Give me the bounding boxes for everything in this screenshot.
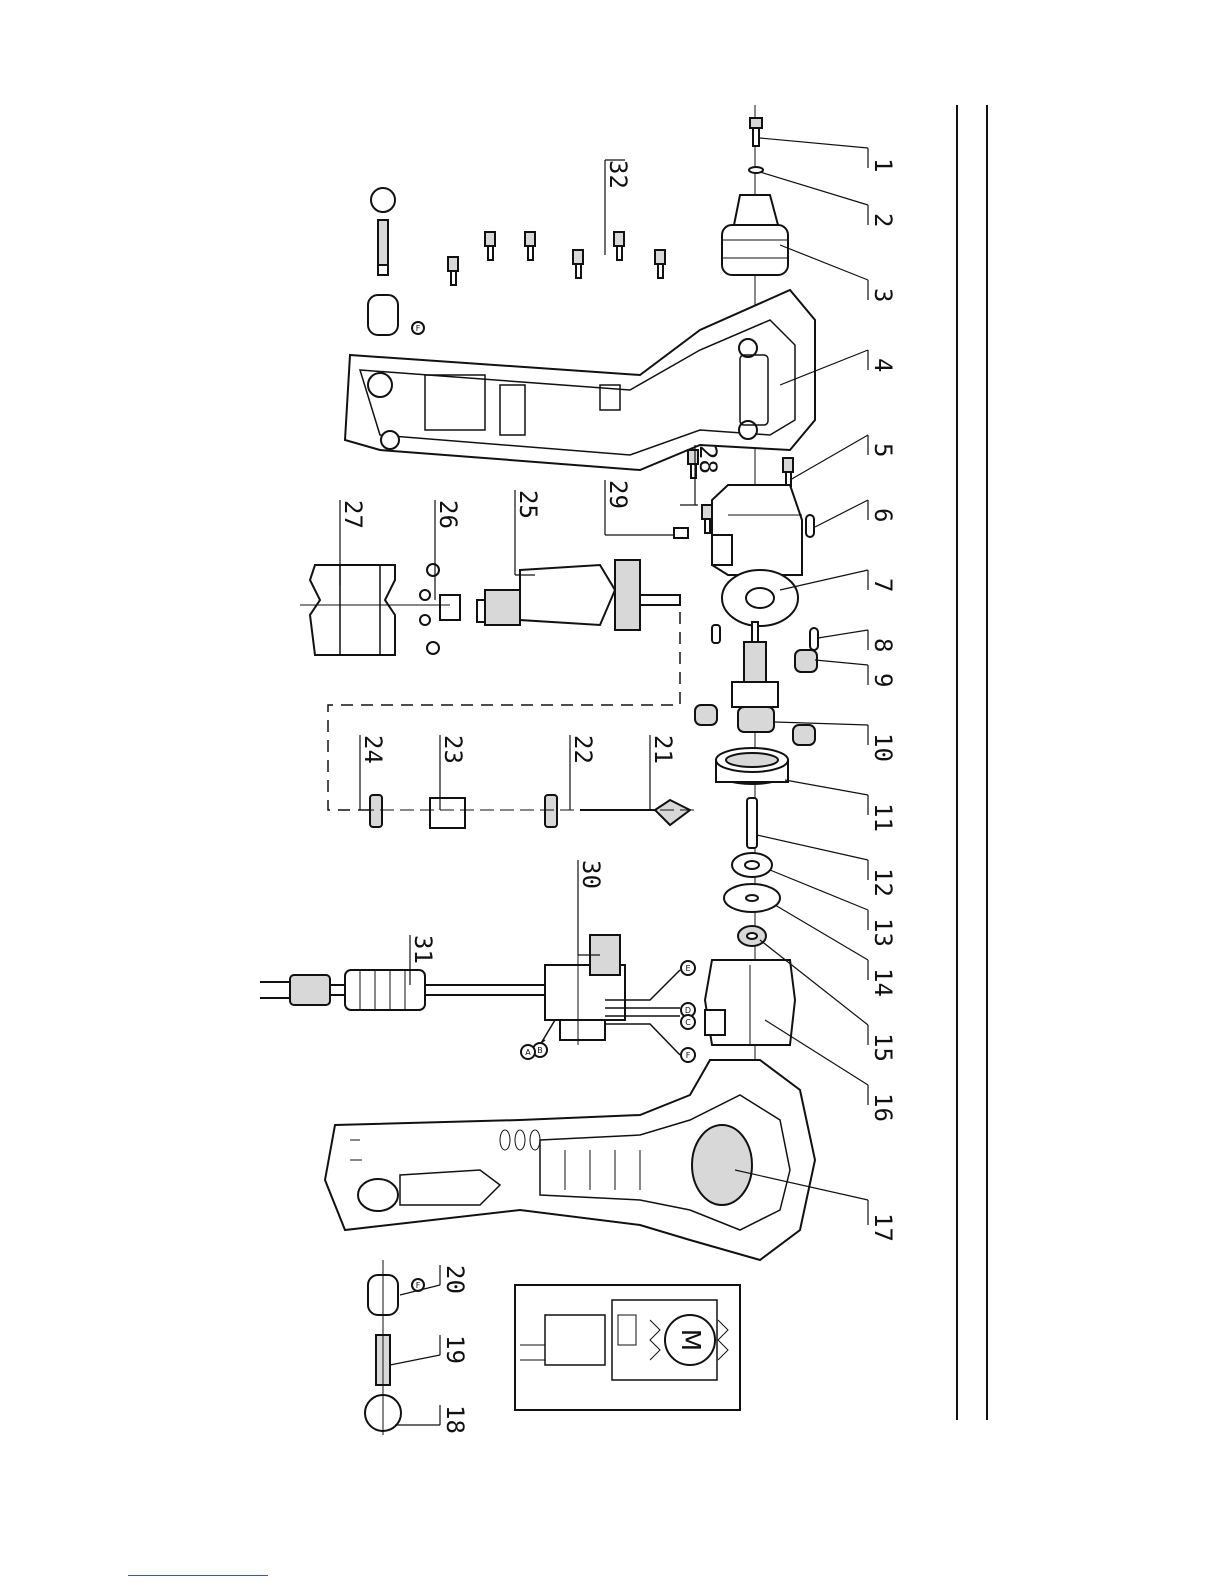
label-12: 12 (869, 868, 897, 897)
part-13-washer (732, 853, 772, 877)
part-16-gearbox-cover (705, 960, 795, 1045)
label-15: 15 (869, 1033, 897, 1062)
label-18: 18 (441, 1405, 469, 1434)
part-27-field (300, 564, 450, 655)
gearbox-housing (712, 485, 802, 575)
part-12-shaft (747, 798, 757, 848)
part-25-armature (477, 560, 680, 630)
motor-symbol-label: M (675, 1329, 705, 1351)
part-5-screw (783, 458, 793, 486)
label-3: 3 (869, 288, 897, 302)
label-10: 10 (869, 733, 897, 762)
label-27: 27 (339, 500, 367, 529)
label-23: 23 (439, 735, 467, 764)
label-22: 22 (569, 735, 597, 764)
label-4: 4 (869, 358, 897, 372)
part-9-nut (795, 650, 817, 672)
part-8-key-b (712, 625, 720, 643)
letter-brush-cap: F (416, 1281, 421, 1290)
bottom-link-underline (128, 1575, 268, 1576)
label-30: 30 (577, 860, 605, 889)
label-2: 2 (869, 213, 897, 227)
letter-wire-a: A (525, 1048, 531, 1057)
part-22-switch-part (545, 795, 557, 827)
label-17: 17 (869, 1213, 897, 1242)
part-32-screws (448, 232, 665, 285)
label-14: 14 (869, 968, 897, 997)
part-29-pin (674, 528, 688, 538)
part-7-bearing-ring (722, 570, 798, 626)
label-19: 19 (441, 1335, 469, 1364)
wiring-diagram-box (515, 1285, 740, 1410)
part-15-ring (738, 926, 766, 946)
part-3-chuck (722, 195, 788, 275)
part-4-housing-half (345, 290, 815, 470)
part-1-screw (750, 118, 762, 146)
label-16: 16 (869, 1093, 897, 1122)
part-31-cord (260, 970, 545, 1010)
label-32: 32 (604, 160, 632, 189)
label-5: 5 (869, 443, 897, 457)
part-21-switch-lever (580, 800, 690, 825)
part-11-ring-gear (716, 748, 788, 784)
part-8-key (810, 628, 818, 650)
label-9: 9 (869, 673, 897, 687)
label-31: 31 (409, 935, 437, 964)
shaft-pin (752, 622, 758, 642)
label-8: 8 (869, 638, 897, 652)
part-23-switch-block (430, 798, 465, 828)
label-6: 6 (869, 508, 897, 522)
label-11: 11 (869, 803, 897, 832)
letter-wire-d: D (685, 1006, 691, 1015)
part-6-pin (806, 515, 814, 537)
brush-assembly-top (368, 188, 424, 335)
label-28: 28 (694, 445, 722, 474)
label-21: 21 (649, 735, 677, 764)
leader-lines-left (340, 160, 698, 1425)
label-25: 25 (514, 490, 542, 519)
label-20: 20 (441, 1265, 469, 1294)
letter-wire-f: F (686, 1051, 691, 1060)
label-26: 26 (434, 500, 462, 529)
label-13: 13 (869, 918, 897, 947)
letter-front-switch: F (416, 324, 421, 333)
label-7: 7 (869, 578, 897, 592)
label-24: 24 (359, 735, 387, 764)
part-14-washer (724, 884, 780, 912)
letter-wire-b: B (537, 1046, 543, 1055)
part-26-bearing (440, 595, 460, 620)
part-24-switch-part (370, 795, 382, 827)
letter-wire-c: C (685, 1018, 691, 1027)
part-17-housing-shell (325, 1060, 815, 1260)
letter-wire-e: E (685, 964, 690, 973)
label-29: 29 (604, 480, 632, 509)
label-1: 1 (869, 158, 897, 172)
